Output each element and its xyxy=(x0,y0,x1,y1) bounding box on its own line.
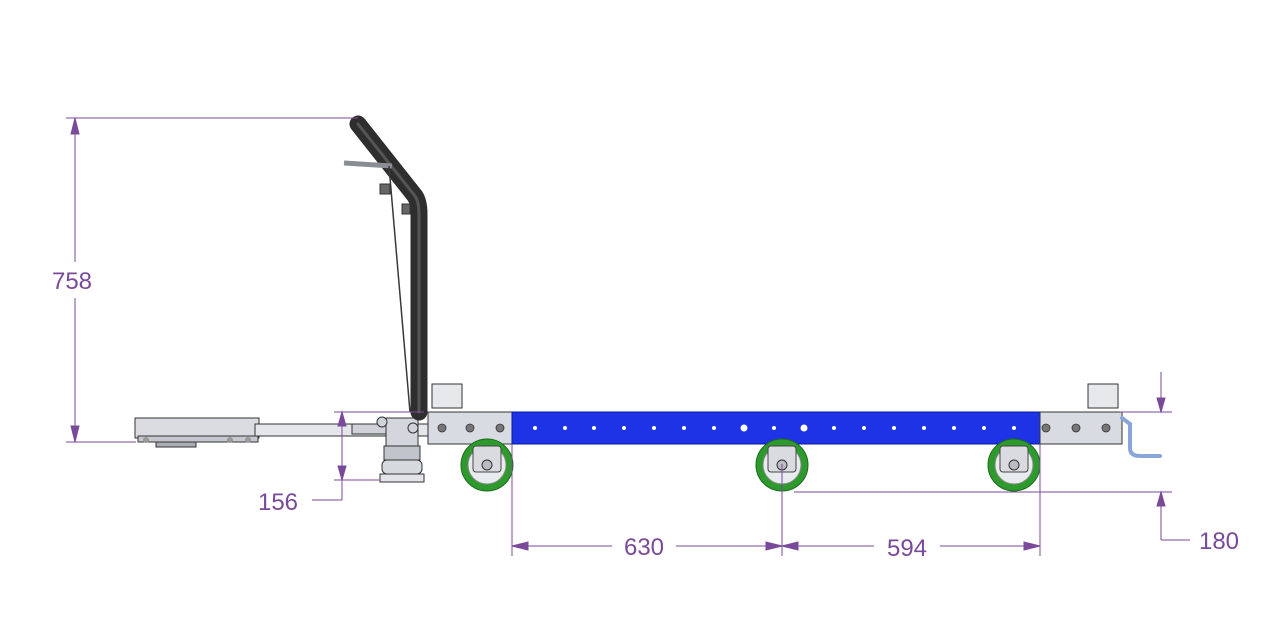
caster-fork xyxy=(472,445,502,473)
dimension-wheelbase-front: 630 xyxy=(624,534,664,561)
tow-bar-bolt xyxy=(143,437,149,443)
push-handle xyxy=(343,115,428,421)
tow-bar-bolt xyxy=(227,437,233,443)
dimension-height: 758 xyxy=(52,268,92,295)
hitch-neck xyxy=(383,445,421,461)
hitch-knob xyxy=(376,416,388,428)
handle-clip xyxy=(379,183,391,195)
caster-axle xyxy=(1008,459,1020,471)
tow-bar-base xyxy=(137,435,259,443)
handle-tube-highlight xyxy=(356,122,421,414)
corner-bracket-left xyxy=(431,383,463,409)
cart-frame xyxy=(427,383,1162,458)
hitch-foot xyxy=(379,473,425,483)
rear-latch xyxy=(1120,416,1162,458)
handle-clip xyxy=(401,203,411,215)
dimension-frame-height: 180 xyxy=(1199,528,1239,555)
frame-holes xyxy=(533,424,1016,432)
casters xyxy=(460,438,1041,492)
corner-bracket-right xyxy=(1087,383,1119,409)
handle-cable xyxy=(388,165,411,413)
end-plate-bolts xyxy=(437,423,1111,433)
dimension-hitch-height: 156 xyxy=(258,489,298,516)
caster-wheel xyxy=(460,438,514,492)
tow-bar-plate xyxy=(134,417,260,439)
caster-wheel xyxy=(987,438,1041,492)
hitch-ball xyxy=(381,459,423,475)
hitch-knob xyxy=(407,422,419,434)
dimension-lines xyxy=(66,117,1190,556)
hitch-assembly xyxy=(351,416,425,483)
tow-bar-bolt xyxy=(245,437,251,443)
caster-fork xyxy=(999,445,1029,473)
tow-bar-foot xyxy=(155,441,197,448)
caster-axle xyxy=(481,459,493,471)
handle-lever xyxy=(343,160,393,169)
dimension-wheelbase-rear: 594 xyxy=(887,535,927,562)
